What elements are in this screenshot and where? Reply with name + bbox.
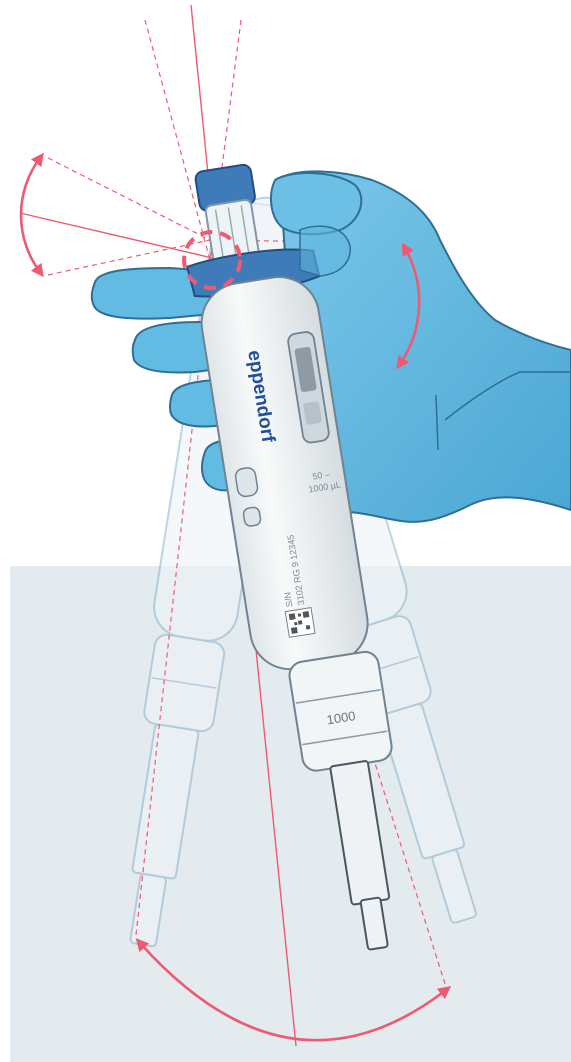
serial-qr-code <box>285 608 315 638</box>
